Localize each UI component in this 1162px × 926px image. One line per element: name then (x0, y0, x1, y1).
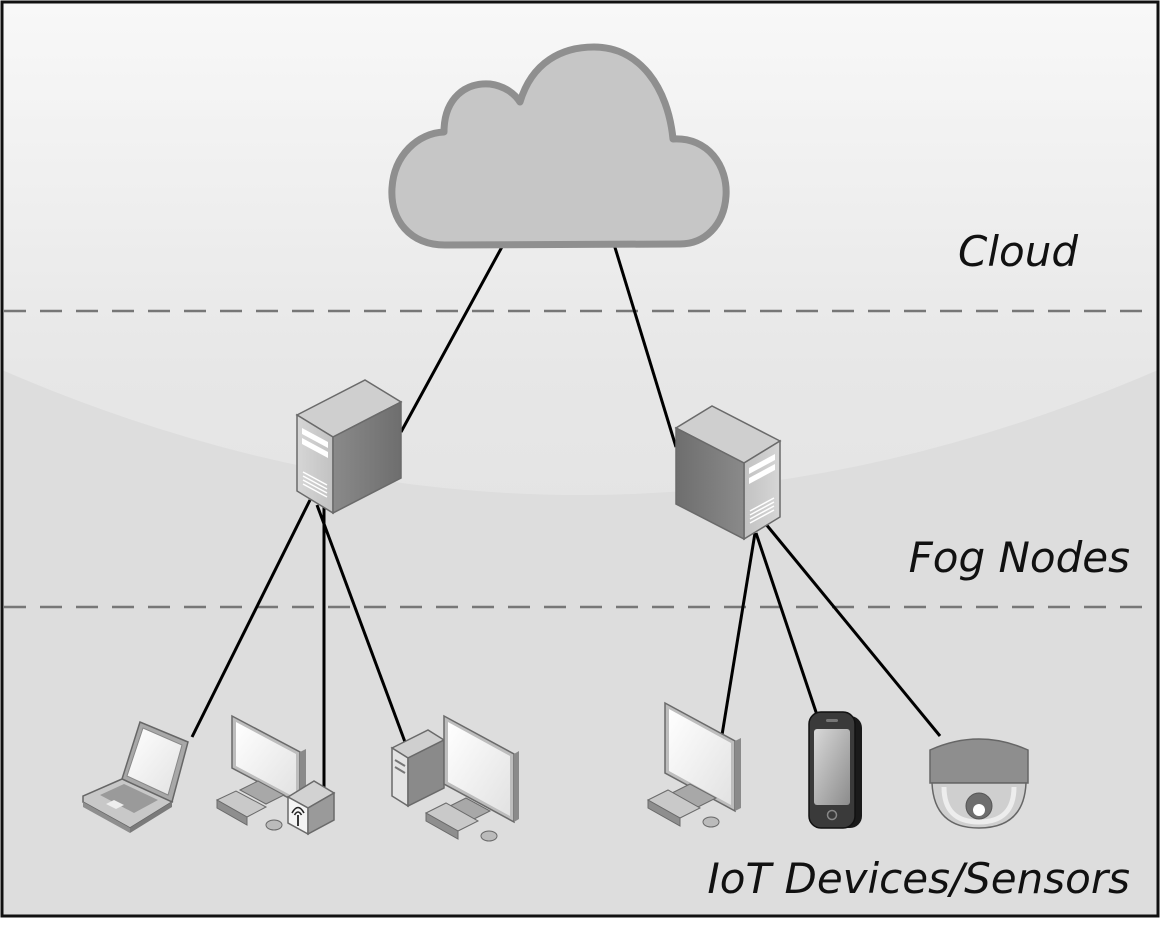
link-cloud-to-fog-left (399, 244, 505, 433)
link-fog-right-to-monitor (720, 532, 757, 736)
tier-label-iot-devices: IoT Devices/Sensors (707, 854, 1130, 903)
tier-label-cloud: Cloud (958, 227, 1078, 276)
wireless-sensor-icon (286, 780, 336, 836)
desktop-monitor-icon (646, 701, 741, 828)
server-tower-icon (295, 379, 403, 515)
connection-links (190, 240, 942, 790)
smartphone-icon (808, 711, 862, 829)
link-fog-right-to-camera (763, 522, 942, 737)
dome-camera-icon (929, 738, 1029, 829)
link-fog-left-to-laptop (190, 499, 312, 738)
laptop-icon (82, 720, 189, 833)
link-fog-right-to-phone (754, 532, 819, 716)
server-tower-icon (674, 405, 782, 541)
workstation-icon (390, 714, 519, 842)
link-fog-left-to-workstation (315, 504, 407, 743)
tier-label-fog-nodes: Fog Nodes (909, 533, 1130, 582)
cloud-icon (388, 43, 730, 249)
link-cloud-to-fog-right (611, 240, 678, 448)
